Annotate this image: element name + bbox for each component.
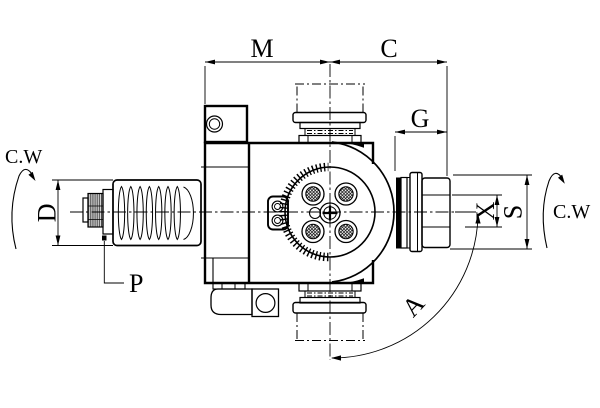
cw-arrowhead-left bbox=[28, 171, 36, 181]
label-cw-right: C.W bbox=[553, 201, 590, 223]
round-boss-arc bbox=[331, 141, 395, 283]
adjuster-assembly bbox=[82, 179, 202, 247]
label-dim-c: C bbox=[380, 34, 397, 63]
knurl-bands bbox=[88, 205, 103, 220]
port-flange-bottom bbox=[292, 301, 367, 314]
bracket-left-block bbox=[210, 288, 253, 316]
dimension-labels: M C G D P X S A C.W C.W bbox=[5, 34, 590, 322]
label-dim-a: A bbox=[396, 289, 430, 323]
label-cw-left: C.W bbox=[5, 146, 42, 168]
graduated-dial bbox=[267, 162, 376, 262]
port-flange-top bbox=[292, 111, 367, 124]
knurled-knob bbox=[87, 192, 104, 228]
cw-arrow-right bbox=[542, 172, 564, 249]
bottom-port bbox=[292, 282, 367, 341]
cw-arrow-left bbox=[11, 168, 34, 250]
centerlines bbox=[70, 64, 476, 360]
label-dim-d: D bbox=[33, 203, 62, 222]
clamp-screw-box bbox=[203, 104, 249, 144]
knob-end-cap bbox=[82, 197, 89, 223]
boss-fillet-top bbox=[336, 142, 364, 148]
label-dim-p: P bbox=[129, 269, 143, 298]
center-screw bbox=[319, 202, 341, 224]
label-dim-x: X bbox=[471, 201, 500, 220]
phantom-cylinder-bottom bbox=[295, 313, 365, 341]
dial-screw-top-left bbox=[301, 182, 325, 206]
pointer-bracket bbox=[267, 195, 289, 231]
index-hole bbox=[308, 206, 322, 220]
spring-housing bbox=[112, 179, 202, 247]
rotation-arrows bbox=[11, 168, 565, 250]
outlet-fitting bbox=[396, 171, 451, 253]
thread-engagement-top bbox=[307, 130, 353, 134]
thread-coils bbox=[117, 185, 194, 241]
main-body bbox=[201, 104, 395, 285]
label-dim-s: S bbox=[499, 205, 528, 219]
bracket-hole bbox=[255, 293, 276, 314]
body-outline bbox=[203, 141, 375, 285]
phantom-cylinder-top bbox=[295, 83, 365, 113]
mount-bracket bbox=[210, 282, 280, 318]
dimension-lines bbox=[52, 61, 532, 359]
clamp-inner-lines bbox=[201, 166, 249, 283]
top-port bbox=[292, 83, 367, 144]
thread-engagement-bottom bbox=[307, 292, 353, 297]
dial-screw-bottom-right bbox=[334, 219, 358, 244]
bracket-right-block bbox=[251, 288, 280, 318]
boss-fillet-bottom bbox=[336, 278, 364, 284]
label-dim-g: G bbox=[411, 104, 430, 133]
cw-arrowhead-right bbox=[558, 174, 565, 184]
lock-washer bbox=[396, 177, 401, 249]
dial-rim bbox=[284, 166, 376, 258]
angle-a-arc bbox=[331, 215, 479, 359]
clamp-screw-hole bbox=[205, 115, 224, 133]
fitting-nut bbox=[421, 177, 451, 249]
label-dim-m: M bbox=[250, 34, 273, 63]
thread-end-cap bbox=[183, 186, 194, 240]
nut-hex-lines bbox=[422, 194, 450, 228]
p-leader-marker bbox=[102, 235, 107, 241]
dial-screw-top-right bbox=[334, 182, 358, 206]
dial-screw-bottom-left bbox=[301, 219, 325, 244]
dimension-arrowheads bbox=[55, 59, 530, 361]
